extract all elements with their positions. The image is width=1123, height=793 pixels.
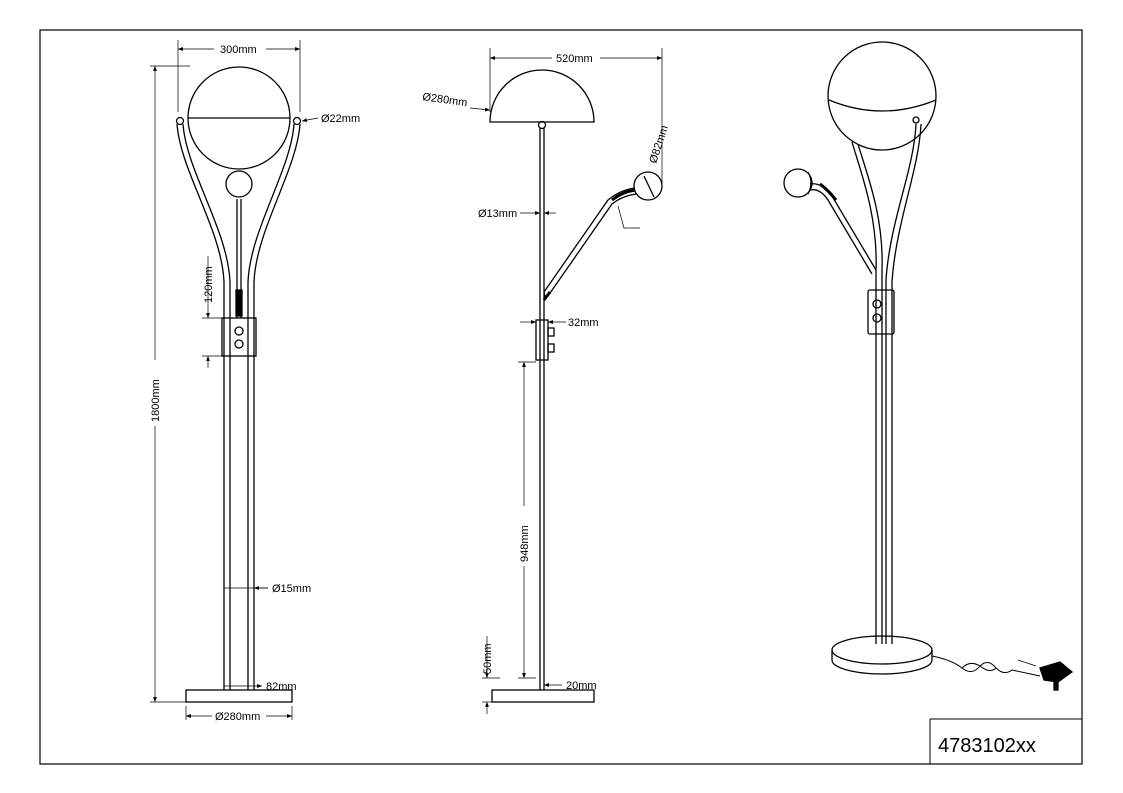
drawing-frame (39, 29, 1083, 765)
side-switch-1 (547, 327, 555, 337)
front-tube-label: Ø15mm (272, 583, 311, 595)
front-left-pivot (175, 116, 185, 126)
perspective-view (783, 41, 1074, 691)
front-height-label: 1800mm (150, 379, 162, 422)
side-view (489, 69, 663, 703)
front-dimensions (150, 40, 319, 720)
front-switch-1 (234, 326, 244, 336)
side-reading-head (633, 171, 663, 201)
perspective-cable (931, 655, 1041, 677)
front-tube-spacing-label: 82mm (266, 681, 297, 693)
front-pivot-label: Ø22mm (321, 113, 360, 125)
front-right-pivot (292, 116, 302, 126)
perspective-switch-box (867, 289, 895, 335)
model-number: 4783102xx (938, 735, 1036, 757)
front-view (175, 66, 302, 703)
front-width-label: 300mm (220, 44, 257, 56)
front-right-arm (253, 123, 301, 690)
side-switch-2 (547, 343, 555, 353)
side-switch-label: 32mm (568, 317, 599, 329)
front-reading-head (225, 170, 253, 198)
front-left-arm (176, 123, 225, 690)
side-reading-arm (543, 187, 636, 293)
front-base (185, 689, 293, 703)
perspective-left-arm (851, 141, 877, 644)
side-dimensions (469, 48, 663, 714)
side-pole-label: Ø13mm (478, 208, 517, 220)
side-base (491, 689, 595, 703)
side-reach-label: 520mm (556, 53, 593, 65)
perspective-right-arm (885, 123, 917, 644)
side-base-thickness-label: 20mm (566, 680, 597, 692)
perspective-reading-head (783, 168, 813, 198)
front-switch-box (221, 317, 257, 357)
perspective-shade (827, 41, 937, 151)
side-switch-box (535, 319, 549, 361)
side-shade-pivot (537, 120, 547, 130)
side-shade-label: Ø280mm (422, 91, 468, 109)
front-switch-2 (234, 339, 244, 349)
side-reading-head-label: Ø82mm (647, 124, 671, 165)
side-base-height-label: 50mm (482, 643, 494, 674)
side-shade (489, 69, 595, 123)
side-lower-pole-label: 948mm (519, 525, 531, 562)
perspective-plug (1039, 661, 1074, 683)
front-base-label: Ø280mm (215, 711, 260, 723)
front-switch-height-label: 120mm (203, 266, 215, 303)
